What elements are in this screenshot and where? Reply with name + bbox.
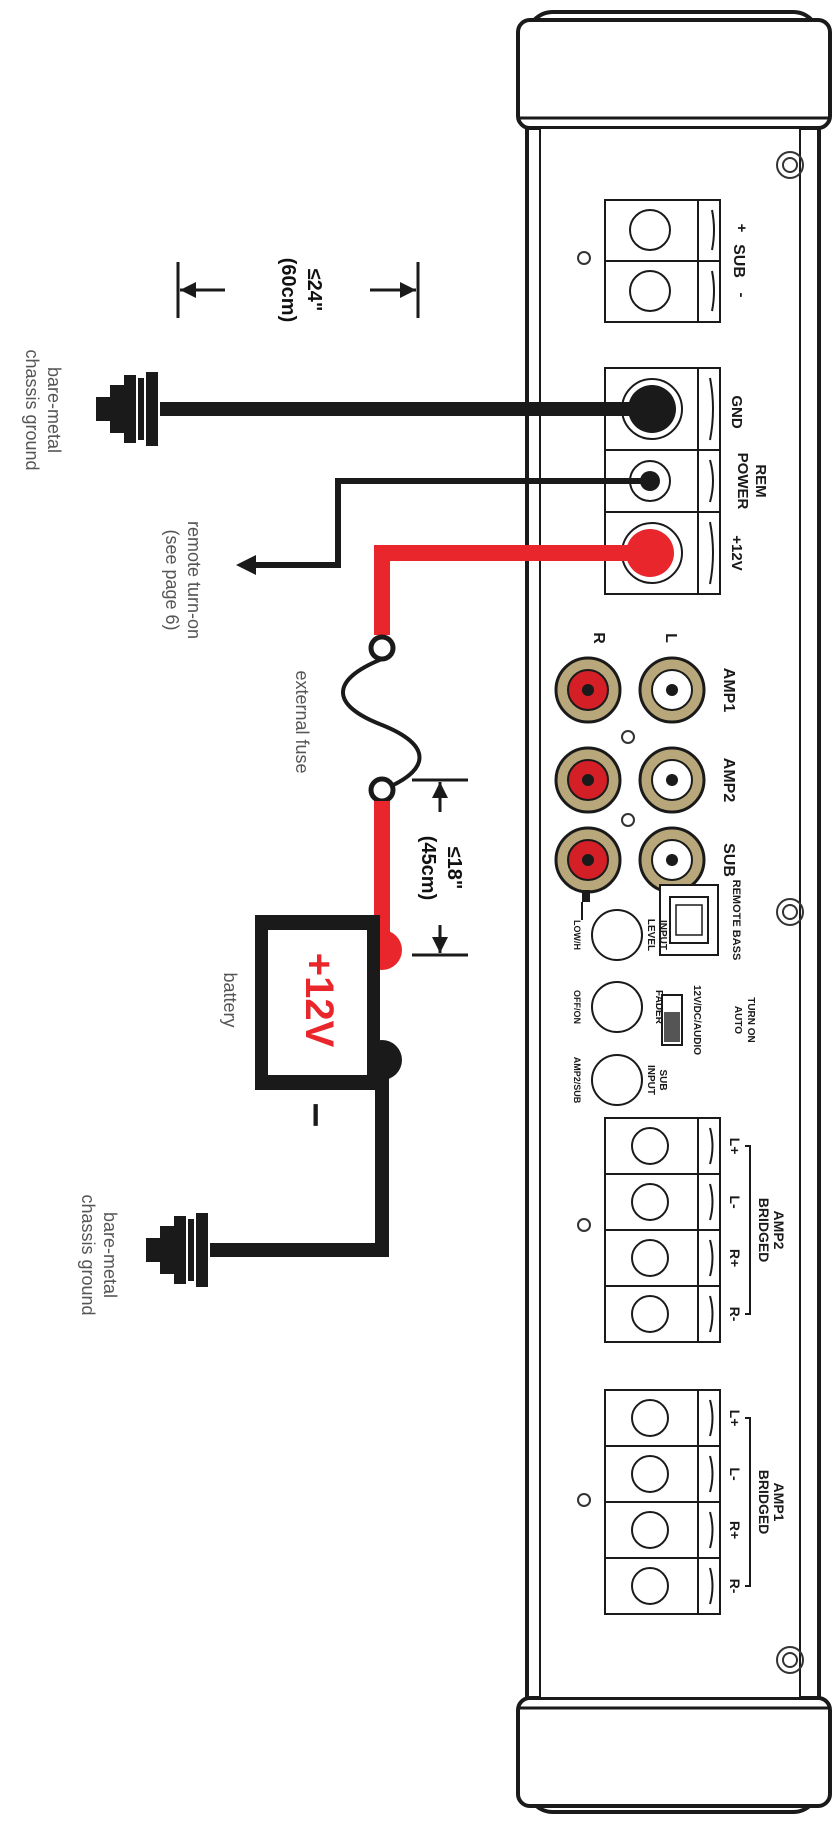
- amp2-rca-label: AMP2: [720, 758, 737, 803]
- ground-top-line1: bare-metal: [44, 367, 64, 453]
- ground-cable: [160, 385, 676, 433]
- power-cable: [341, 529, 674, 970]
- remote-bass-label: REMOTE BASS: [730, 880, 742, 961]
- amp2-speaker-terminal: L+ L- R+ R- AMP2 BRIDGED: [577, 1117, 787, 1343]
- rca-l-label: L: [662, 633, 679, 643]
- ground-bottom-line2: chassis ground: [78, 1194, 98, 1315]
- screw-icon: [776, 151, 804, 179]
- arrow-right-icon: [400, 282, 416, 298]
- distance-fuse-metric: (45cm): [417, 836, 439, 900]
- chassis-ground-icon: [96, 372, 158, 446]
- distance-fuse-value: ≤18": [443, 847, 465, 890]
- amp2-rp-label: R+: [727, 1249, 743, 1267]
- auto-turn-on-switch: AUTO TURN ON 12V/DC/AUDIO: [661, 985, 756, 1055]
- level-label: LEVEL: [645, 919, 656, 951]
- remote-cable: [236, 471, 660, 575]
- input-level-knob: [591, 909, 643, 961]
- fuse-label: external fuse: [292, 670, 312, 773]
- arrow-left-icon: [180, 282, 196, 298]
- fuse-icon: [368, 634, 396, 662]
- rca-sub-l: [638, 826, 706, 894]
- ground-top-annotation: bare-metal chassis ground: [22, 349, 64, 470]
- amp2-bridged-title: AMP2: [771, 1211, 787, 1250]
- auto-turn-on-options: 12V/DC/AUDIO: [691, 985, 702, 1055]
- auto-label: AUTO: [732, 1006, 743, 1034]
- rca-amp1-r: [554, 656, 622, 724]
- amp1-lp-label: L+: [727, 1410, 743, 1427]
- screw-icon: [776, 1646, 804, 1674]
- remote-bass-port: REMOTE BASS: [659, 880, 742, 961]
- distance-ground-metric: (60cm): [277, 258, 299, 322]
- arrow-left-icon: [236, 555, 256, 575]
- distance-marker-fuse: ≤18" (45cm): [412, 778, 468, 957]
- gnd-label: GND: [728, 395, 745, 429]
- battery-plus-label: +12V: [297, 953, 341, 1048]
- battery-minus-label: –: [294, 1103, 343, 1127]
- ground-bottom-line1: bare-metal: [100, 1212, 120, 1298]
- sub-plus-label: +: [733, 224, 750, 233]
- arrow-down-icon: [432, 937, 448, 953]
- sub-input-label-1: SUB: [657, 1069, 668, 1090]
- amp2-lp-label: L+: [727, 1138, 743, 1155]
- arrow-up-icon: [432, 782, 448, 798]
- ground-bottom-annotation: bare-metal chassis ground: [78, 1194, 120, 1315]
- chassis-ground-icon: [146, 1213, 208, 1287]
- amp1-bridged-title: AMP1: [771, 1483, 787, 1522]
- rem-label: REM: [752, 464, 769, 497]
- battery-icon: +12V –: [255, 915, 380, 1127]
- amp1-rm-label: R-: [727, 1579, 743, 1594]
- amp2-rm-label: R-: [727, 1307, 743, 1322]
- sub-minus-label: -: [733, 293, 750, 298]
- battery-label: battery: [220, 972, 240, 1027]
- amp1-rp-label: R+: [727, 1521, 743, 1539]
- sub-input-option: AMP2/SUB: [572, 1057, 582, 1104]
- distance-marker-ground: ≤24" (60cm): [176, 258, 420, 322]
- amp1-lm-label: L-: [727, 1467, 743, 1481]
- sub-input-label-2: INPUT: [645, 1065, 656, 1095]
- ground-top-line2: chassis ground: [22, 349, 42, 470]
- remote-line1: remote turn-on: [184, 521, 204, 639]
- rca-sub-r: [554, 826, 622, 894]
- plus12v-label: +12V: [728, 535, 745, 570]
- amp1-bridged-sub: BRIDGED: [756, 1470, 772, 1535]
- power-label: POWER: [734, 453, 751, 510]
- amp2-bridged-sub: BRIDGED: [756, 1198, 772, 1263]
- fader-label: FADER: [653, 990, 664, 1025]
- turn-on-label: TURN ON: [745, 997, 756, 1043]
- fuse-annotation: external fuse: [292, 670, 312, 773]
- remote-annotation: remote turn-on (see page 6): [162, 521, 204, 639]
- rca-inputs: R L AMP1 AMP2 SUB: [554, 632, 737, 894]
- sub-terminal-label: SUB: [730, 244, 747, 278]
- rca-amp1-l: [638, 656, 706, 724]
- battery-annotation: battery: [220, 972, 240, 1027]
- rca-r-label: R: [590, 632, 607, 644]
- fader-option: OFF/ON: [572, 990, 582, 1024]
- sub-input-knob: [591, 1054, 643, 1106]
- rca-amp2-l: [638, 746, 706, 814]
- sub-rca-label: SUB: [720, 843, 737, 877]
- sub-speaker-terminal: SUB + -: [577, 199, 750, 323]
- amp1-speaker-terminal: L+ L- R+ R- AMP1 BRIDGED: [577, 1389, 787, 1615]
- input-level-option: LOW/H: [572, 920, 582, 950]
- distance-ground-value: ≤24": [303, 269, 325, 312]
- amp2-lm-label: L-: [727, 1195, 743, 1209]
- remote-line2: (see page 6): [162, 529, 182, 630]
- input-label: INPUT: [657, 920, 668, 950]
- amp1-rca-label: AMP1: [720, 668, 737, 713]
- rca-amp2-r: [554, 746, 622, 814]
- fader-knob: [591, 981, 643, 1033]
- control-knobs: INPUT LEVEL LOW/H FADER OFF/ON SUB INPUT…: [572, 890, 668, 1106]
- screw-icon: [776, 898, 804, 926]
